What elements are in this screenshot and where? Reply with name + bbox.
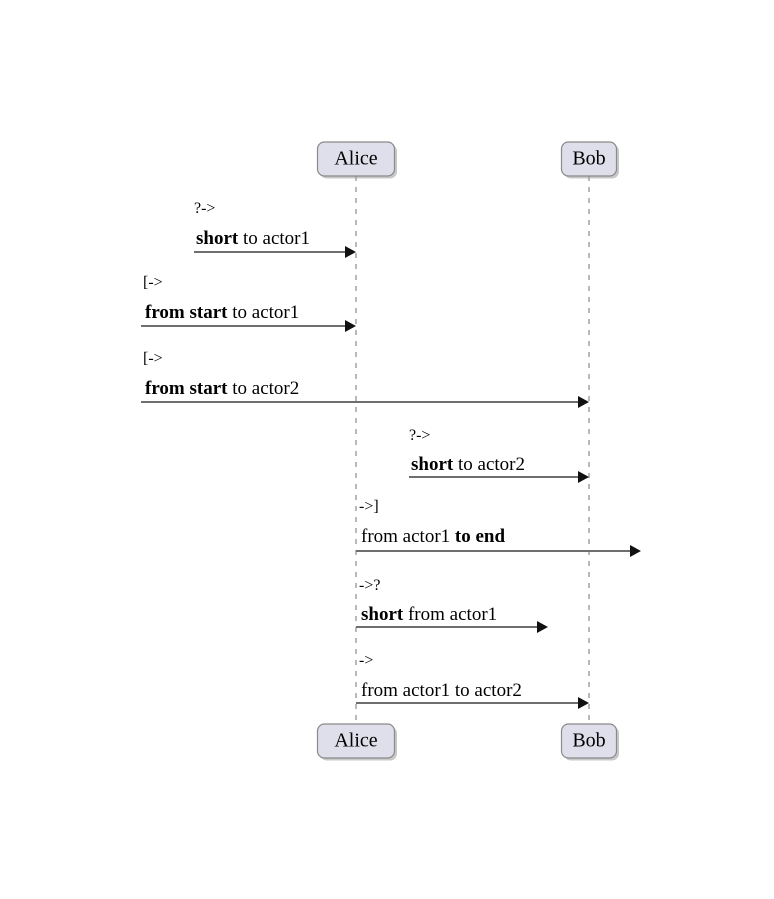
actor-name-label: Bob: [572, 730, 605, 752]
lifelines-layer: [355, 176, 590, 724]
message-3[interactable]: [-> from start to actor2: [141, 350, 589, 408]
actor-box-actor1-top[interactable]: Alice: [316, 141, 398, 179]
message-text-label: from actor1 to end: [361, 526, 505, 547]
actor-box-rect: [316, 723, 396, 759]
message-protocol-label: [->: [143, 350, 163, 367]
message-protocol-label: [->: [143, 274, 163, 291]
message-7[interactable]: -> from actor1 to actor2: [356, 652, 589, 709]
message-text-label: short from actor1: [361, 604, 497, 625]
message-text-label: short to actor2: [411, 454, 525, 475]
message-arrowhead: [578, 471, 589, 483]
message-text-label: short to actor1: [196, 228, 310, 249]
message-protocol-label: ->: [359, 652, 373, 669]
message-2[interactable]: [-> from start to actor1: [141, 274, 356, 332]
message-1[interactable]: ?-> short to actor1: [194, 200, 356, 258]
actor-name-label: Bob: [572, 148, 605, 170]
message-arrowhead: [345, 320, 356, 332]
message-protocol-label: ?->: [409, 427, 430, 444]
messages-layer: ?-> short to actor1 [-> from start to actor…: [141, 200, 641, 709]
actor-box-actor1-bottom[interactable]: Alice: [316, 723, 398, 761]
message-5[interactable]: ->] from actor1 to end: [356, 498, 641, 557]
message-arrowhead: [537, 621, 548, 633]
message-protocol-label: ->]: [359, 498, 379, 515]
actor-name-label: Alice: [334, 148, 377, 170]
message-arrowhead: [345, 246, 356, 258]
message-text-label: from start to actor1: [145, 302, 299, 323]
actor-box-rect: [316, 141, 396, 177]
message-6[interactable]: ->? short from actor1: [356, 577, 548, 633]
actor-box-actor2-bottom[interactable]: Bob: [560, 723, 620, 761]
message-4[interactable]: ?-> short to actor2: [409, 427, 589, 483]
message-protocol-label: ?->: [194, 200, 215, 217]
actor-box-rect: [560, 723, 618, 759]
message-arrowhead: [578, 396, 589, 408]
actor-box-actor2-top[interactable]: Bob: [560, 141, 620, 179]
message-arrowhead: [630, 545, 641, 557]
message-text-label: from actor1 to actor2: [361, 680, 522, 701]
message-arrowhead: [578, 697, 589, 709]
message-text-label: from start to actor2: [145, 378, 299, 399]
actor-box-rect: [560, 141, 618, 177]
message-protocol-label: ->?: [359, 577, 380, 594]
actor-name-label: Alice: [334, 730, 377, 752]
